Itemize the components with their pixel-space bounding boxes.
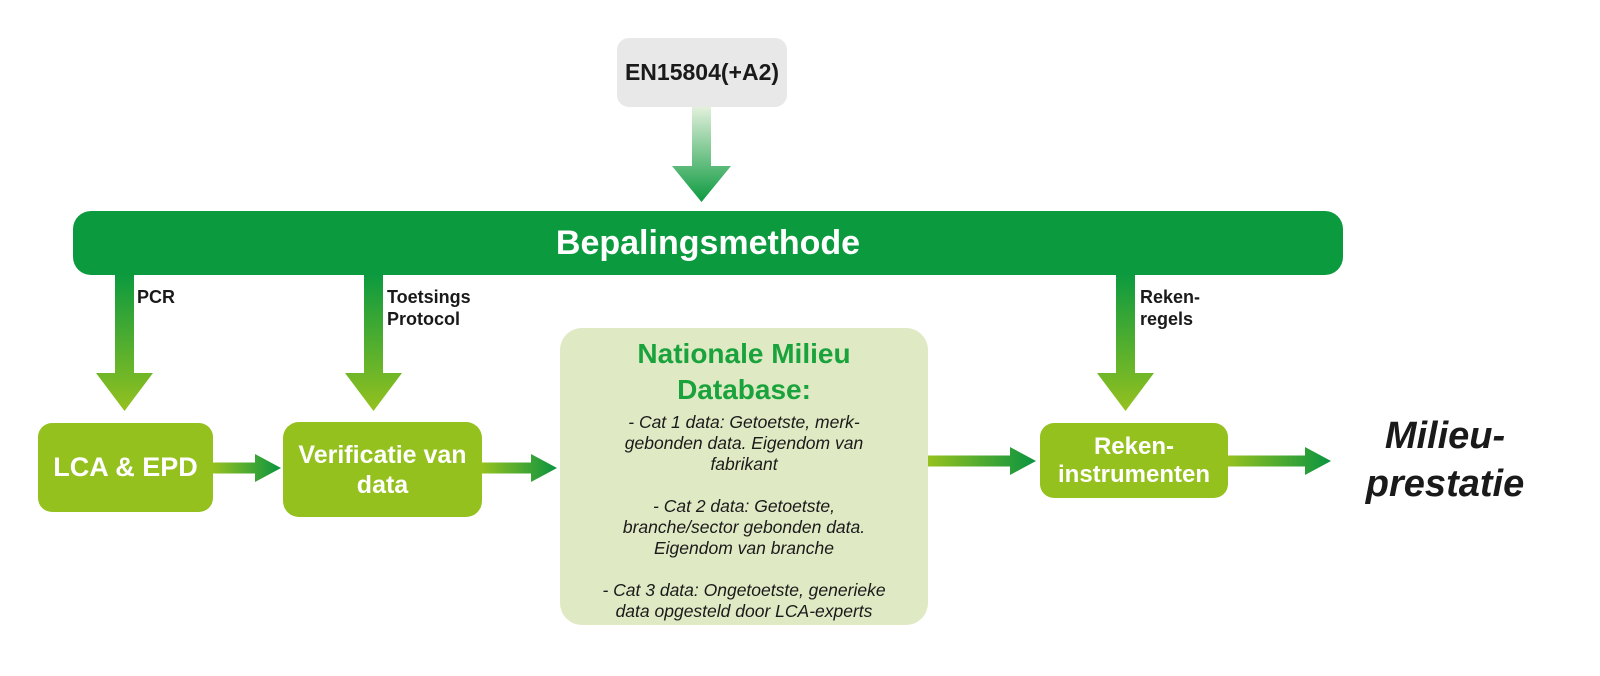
standard-box-en15804: EN15804(+A2)	[617, 38, 787, 107]
bepalingsmethode-label: Bepalingsmethode	[555, 223, 861, 262]
database-cat2-item: - Cat 2 data: Getoetste, branche/sector …	[622, 496, 866, 558]
standard-label: EN15804(+A2)	[624, 59, 780, 85]
database-cat1-item: - Cat 1 data: Getoetste, merk- gebonden …	[624, 412, 864, 474]
milieuprestatie-result-label: Milieu- prestatie	[1365, 415, 1525, 505]
branch-label-toetsings-protocol: Toetsings Protocol	[387, 287, 471, 329]
branch-label-reken-regels: Reken- regels	[1140, 287, 1201, 329]
arrow-down-standard-to-bar	[672, 107, 731, 202]
database-title: Nationale Milieu Database:	[637, 338, 851, 405]
arrow-right-rekeninstrumenten-to-result	[1228, 447, 1331, 475]
database-cat3-item: - Cat 3 data: Ongetoetste, generieke dat…	[602, 580, 886, 621]
arrow-right-lca-to-verificatie	[213, 454, 281, 482]
database-category-list: - Cat 1 data: Getoetste, merk- gebonden …	[578, 412, 910, 622]
branch-label-pcr: PCR	[137, 287, 176, 307]
lca-epd-box: LCA & EPD	[38, 423, 213, 512]
reken-instrumenten-box: Reken- instrumenten	[1040, 423, 1228, 498]
nationale-milieu-database-panel: Nationale Milieu Database: - Cat 1 data:…	[560, 328, 928, 625]
arrow-right-database-to-rekeninstrumenten	[928, 447, 1036, 475]
arrow-right-verificatie-to-database	[482, 454, 557, 482]
verificatie-van-data-box: Verificatie van data	[283, 422, 482, 517]
bepalingsmethode-bar: Bepalingsmethode	[73, 211, 1343, 275]
